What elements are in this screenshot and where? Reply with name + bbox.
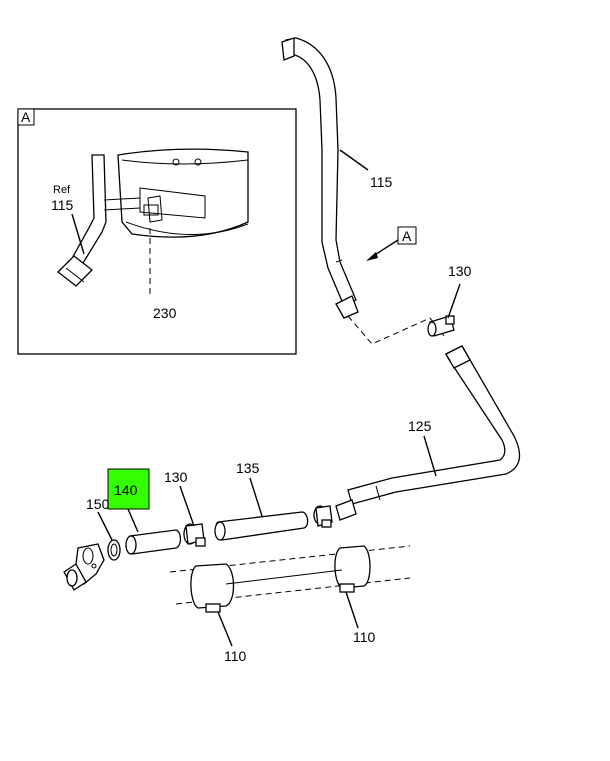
- clamp-130-top: [427, 315, 455, 337]
- gasket-150: [107, 539, 121, 561]
- inset-part-230: 230: [153, 305, 177, 321]
- inset-pipe: [57, 154, 141, 287]
- view-a-label: A: [402, 228, 412, 244]
- pipe-135: [214, 511, 309, 541]
- pipe-125: [335, 345, 521, 521]
- callout-110-right: 110: [353, 629, 376, 645]
- callout-110-left: 110: [224, 648, 247, 664]
- bracket-110-right: [339, 583, 355, 593]
- turbo-outlet-elbow: [63, 543, 105, 591]
- callout-125: 125: [408, 418, 432, 434]
- callout-140: 140: [114, 482, 138, 498]
- inset-view-a: A Ref 115 230: [17, 108, 297, 355]
- inset-ref-word: Ref: [53, 184, 71, 196]
- inset-tank: [117, 148, 249, 238]
- callout-130-mid: 130: [164, 469, 188, 485]
- callout-130-top: 130: [448, 263, 472, 279]
- inset-view-label: A: [21, 109, 31, 125]
- pipe-140: [125, 529, 182, 555]
- clamp-right-of-135: [313, 505, 333, 528]
- callout-115: 115: [370, 174, 393, 190]
- frame-rail: [169, 545, 411, 609]
- pipe-115: [281, 37, 359, 319]
- callout-135: 135: [236, 460, 260, 476]
- bracket-110-left: [205, 603, 221, 613]
- highlight-box-140: [107, 468, 150, 510]
- view-a-callout: A: [366, 226, 417, 261]
- inset-ref-number: 115: [51, 197, 74, 213]
- clamp-130-mid: [183, 523, 206, 547]
- callout-150: 150: [86, 496, 110, 512]
